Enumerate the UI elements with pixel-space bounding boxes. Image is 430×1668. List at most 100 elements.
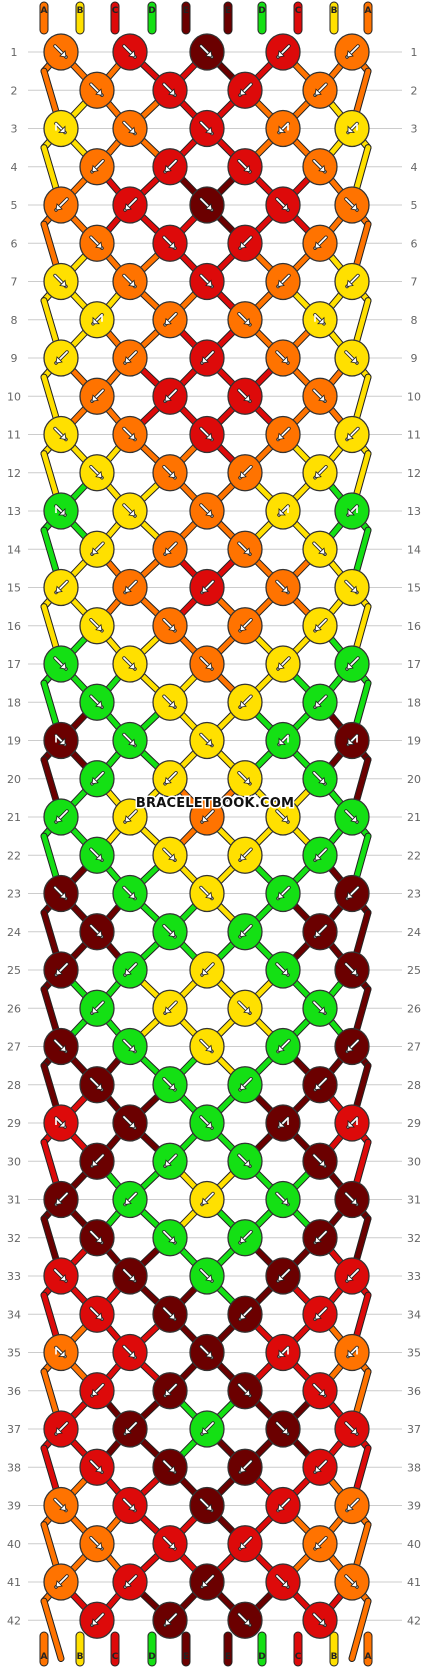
knot-arrow-head (205, 1350, 213, 1358)
knot (79, 1066, 115, 1104)
knot-arrow-head (168, 929, 176, 938)
knot (302, 913, 338, 951)
knot-arrow-head (168, 1541, 176, 1550)
knot (112, 33, 148, 71)
knot (152, 224, 188, 262)
knot (79, 377, 115, 415)
row-number-left: 22 (7, 849, 21, 862)
row-number-right: 17 (407, 658, 421, 671)
knot (43, 1486, 79, 1525)
knot-arrow-head (281, 815, 289, 823)
knot (334, 33, 370, 71)
knot-arrow-head (281, 585, 289, 593)
row-number-right: 31 (407, 1194, 421, 1207)
knot-arrow-head (243, 547, 251, 555)
knot (189, 492, 225, 530)
knot (43, 1410, 79, 1448)
knot (43, 1027, 79, 1066)
knot-arrow-head (277, 1044, 285, 1052)
knot-arrow-head (239, 1312, 247, 1320)
knot (152, 1142, 188, 1180)
row-number-left: 5 (11, 199, 18, 212)
knot-arrow-head (281, 1580, 289, 1588)
knot (43, 951, 79, 989)
knot (265, 1027, 301, 1066)
knot (79, 1372, 115, 1410)
knot (265, 645, 301, 683)
knot-arrow-head (124, 1580, 132, 1588)
knot-arrow-head (164, 164, 172, 173)
knot (334, 1486, 370, 1525)
row-number-left: 10 (7, 390, 21, 403)
knot-arrow-head (314, 1465, 322, 1473)
knot-arrow-head (91, 776, 99, 785)
knot (302, 1066, 338, 1104)
knot (227, 1372, 263, 1410)
row-number-right: 24 (407, 926, 421, 939)
strand-label-bottom: E (225, 1652, 231, 1662)
knot-arrow-head (91, 394, 99, 402)
knot (302, 1372, 338, 1410)
knot-arrow-head (201, 968, 209, 976)
knot-arrow-head (205, 50, 213, 58)
row-number-left: 25 (7, 964, 21, 977)
knot (152, 1601, 188, 1639)
row-number-left: 38 (7, 1461, 21, 1474)
row-number-right: 3 (411, 123, 418, 136)
row-number-right: 7 (411, 276, 418, 289)
strand-label-top: E (183, 6, 189, 16)
knot-arrow-head (55, 203, 63, 211)
row-number-right: 42 (407, 1614, 421, 1627)
knot (302, 1525, 338, 1563)
knot (227, 224, 263, 262)
knot (227, 1295, 263, 1333)
knot (265, 492, 301, 530)
knot-arrow-head (243, 1618, 251, 1626)
knot-arrow-head (278, 508, 286, 516)
knot-arrow-head (124, 585, 132, 593)
knot (227, 760, 263, 798)
knot-arrow-head (239, 1465, 247, 1473)
strand-label-top: D (148, 6, 155, 16)
knot (189, 339, 225, 377)
knot-arrow-head (95, 1465, 103, 1473)
knot-arrow-head (95, 1082, 103, 1091)
knot-arrow-head (205, 279, 213, 287)
knot-arrow-head (205, 509, 213, 517)
knot-arrow-head (239, 929, 247, 938)
knot-arrow-head (277, 279, 285, 287)
row-number-right: 22 (407, 849, 421, 862)
knot-arrow-head (205, 1121, 213, 1129)
knot (189, 1333, 225, 1372)
knot-arrow-head (168, 700, 176, 708)
knot-arrow-head (350, 585, 358, 593)
row-number-right: 13 (407, 505, 421, 518)
row-number-left: 4 (11, 161, 18, 174)
knot-arrow-head (128, 1274, 136, 1282)
knot (265, 874, 301, 913)
row-number-right: 5 (411, 199, 418, 212)
knot-arrow-head (201, 1197, 209, 1205)
knot (302, 989, 338, 1027)
knot (334, 492, 370, 530)
knot-arrow-head (128, 509, 136, 517)
knot-arrow-head (55, 356, 63, 364)
knot (227, 454, 263, 492)
knot (79, 148, 115, 186)
knot-arrow-head (314, 1082, 322, 1091)
knot-arrow-head (92, 316, 100, 325)
knot (79, 836, 115, 874)
row-number-right: 23 (407, 888, 421, 901)
knot (112, 1180, 148, 1219)
knot-arrow-head (281, 968, 289, 976)
row-number-left: 16 (7, 620, 21, 633)
knot-arrow-head (278, 1120, 286, 1128)
knot-arrow-head (91, 547, 99, 555)
row-number-right: 1 (411, 46, 418, 59)
knot (302, 607, 338, 645)
row-number-left: 40 (7, 1538, 21, 1551)
knot-arrow-head (239, 853, 247, 861)
strand-label-top: B (331, 6, 338, 16)
knot (79, 530, 115, 568)
row-number-left: 36 (7, 1385, 21, 1398)
